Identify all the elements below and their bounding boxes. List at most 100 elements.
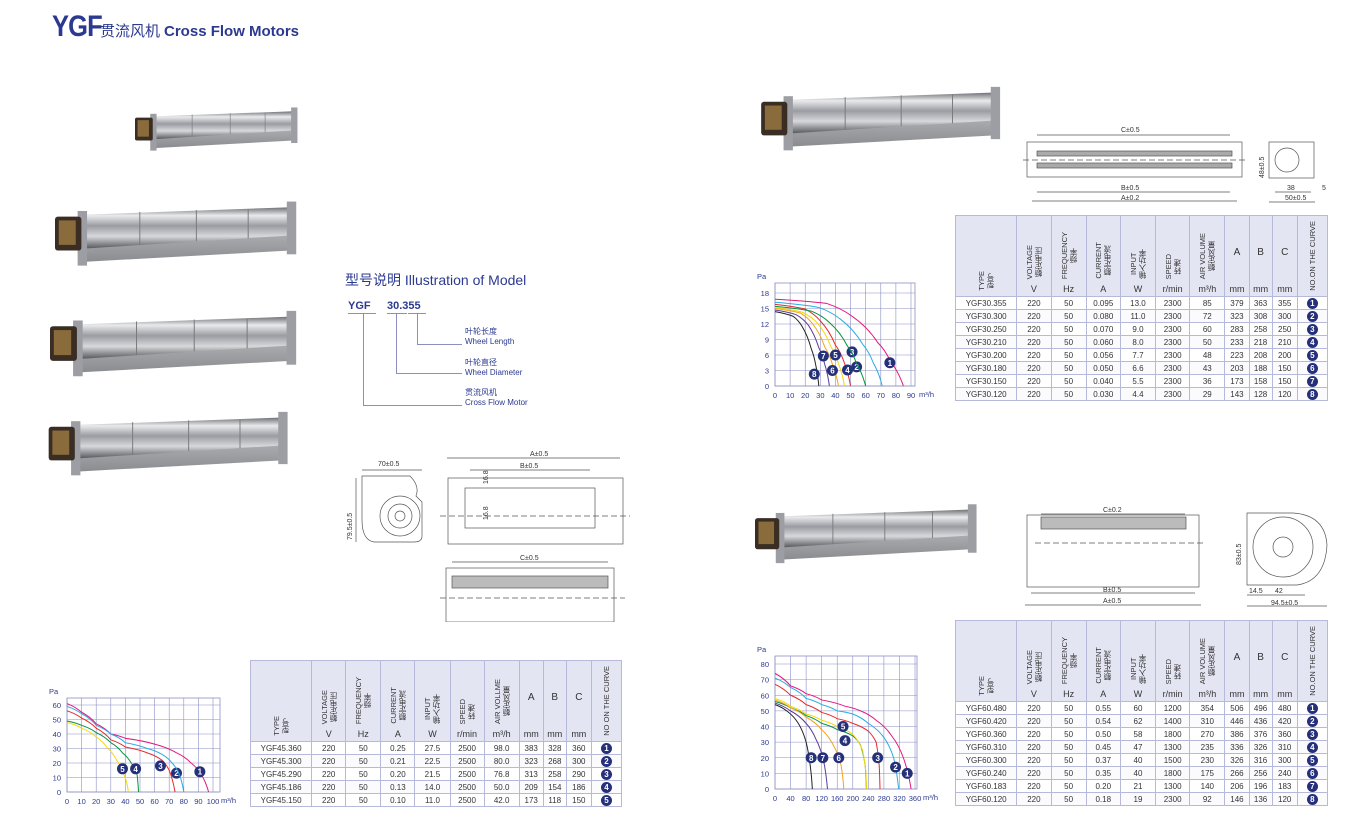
curve-label: 5 — [120, 765, 125, 774]
column-letter: B — [551, 692, 559, 703]
column-unit: W — [1133, 689, 1143, 699]
table-cell: 50 — [1050, 740, 1087, 754]
table-cell: 2500 — [449, 767, 485, 781]
table-cell: 0.18 — [1085, 792, 1121, 806]
table-cell: 323 — [1224, 309, 1250, 323]
curve-number-badge: 4 — [1306, 336, 1318, 348]
ygf60-dimension-drawing: C±0.2 B±0.5 A±0.5 83±0.5 14.5 42 94.5±0.… — [1025, 507, 1328, 607]
column-label-en: SPEED — [1163, 658, 1173, 684]
model-illustration: 型号说明 Illustration of Model YGF 30.355 叶轮… — [345, 270, 545, 415]
table-cell: 8 — [1296, 792, 1329, 806]
table-cell: 0.45 — [1085, 740, 1121, 754]
curve-label: 5 — [841, 723, 846, 732]
table-cell: 143 — [1224, 387, 1250, 401]
curve-number-badge: 2 — [1306, 310, 1318, 322]
table-cell: 4.4 — [1119, 387, 1157, 401]
column-label-en: FREQUENCY — [1059, 231, 1069, 279]
dim-w3: 94.5±0.5 — [1271, 600, 1298, 607]
x-tick-label: 120 — [815, 794, 828, 803]
table-cell: 0.070 — [1085, 322, 1121, 336]
column-letter: A — [527, 692, 535, 703]
table-cell: YGF60.480 — [954, 701, 1018, 715]
table-cell: 50 — [1050, 309, 1087, 323]
curve-label: 1 — [198, 768, 203, 777]
column-unit: W — [428, 729, 437, 739]
dim-a: A±0.5 — [1103, 598, 1121, 605]
table-cell: 223 — [1224, 348, 1250, 362]
column-label-en: CURRENT — [1094, 647, 1104, 684]
table-cell: 2500 — [449, 741, 485, 755]
y-tick-label: 15 — [761, 305, 769, 314]
table-cell: 235 — [1189, 740, 1226, 754]
table-cell: 50 — [1050, 792, 1087, 806]
curve-4 — [774, 305, 867, 387]
y-tick-label: 18 — [761, 289, 769, 298]
table-cell: 76.8 — [483, 767, 520, 781]
table-cell: 270 — [1189, 727, 1226, 741]
motor-photo-ygf30 — [760, 86, 1001, 151]
table-cell: 363 — [1248, 296, 1273, 310]
table-cell: YGF45.360 — [249, 741, 313, 755]
column-label-en: FREQUENCY — [1059, 636, 1069, 684]
x-tick-label: 60 — [861, 391, 869, 400]
table-cell: 0.080 — [1085, 309, 1121, 323]
dim-width: 70±0.5 — [378, 461, 399, 468]
column-unit: Hz — [1063, 689, 1075, 699]
column-unit: mm — [1253, 689, 1269, 699]
curve-1 — [774, 672, 912, 790]
curve-number-badge: 8 — [1306, 388, 1318, 400]
y-tick-label: 6 — [765, 351, 769, 360]
table-cell: 360 — [565, 741, 592, 755]
table-cell: 50 — [345, 767, 382, 781]
table-cell: 0.13 — [380, 780, 416, 794]
table-cell: 220 — [1016, 387, 1052, 401]
x-tick-label: 0 — [773, 391, 777, 400]
table-cell: 2 — [1296, 309, 1329, 323]
dim-d2: 16.8 — [483, 506, 490, 520]
column-label-cn: 额定电压 — [328, 691, 338, 722]
curve-number-badge: 4 — [1306, 741, 1318, 753]
table-cell: 150 — [565, 793, 592, 807]
table-cell: 220 — [311, 767, 347, 781]
curve-label: 3 — [158, 762, 163, 771]
table-cell: YGF45.300 — [249, 754, 313, 768]
table-cell: 436 — [1248, 714, 1273, 728]
curve-label: 8 — [812, 370, 817, 379]
table-cell: 4 — [1296, 740, 1329, 754]
table-cell: YGF30.250 — [954, 322, 1018, 336]
table-cell: 21.5 — [414, 767, 451, 781]
table-cell: 150 — [1271, 374, 1298, 388]
table-cell: 72 — [1189, 309, 1226, 323]
column-unit: mm — [523, 729, 539, 739]
curve-number-badge: 2 — [1306, 715, 1318, 727]
curve-number-badge: 1 — [1306, 297, 1318, 309]
y-tick-label: 80 — [761, 660, 769, 669]
table-cell: 22.5 — [414, 754, 451, 768]
dim-d1: 16.8 — [483, 470, 490, 484]
table-cell: 2300 — [1155, 792, 1191, 806]
curve-label-badge — [833, 752, 845, 764]
table-cell: 7.7 — [1119, 348, 1157, 362]
x-tick-label: 90 — [907, 391, 915, 400]
x-tick-label: 320 — [893, 794, 906, 803]
table-cell: 220 — [1016, 779, 1052, 793]
column-unit: mm — [547, 729, 563, 739]
dim-a: A±0.2 — [1121, 195, 1139, 202]
table-cell: 120 — [1271, 387, 1298, 401]
table-cell: 300 — [1271, 753, 1298, 767]
